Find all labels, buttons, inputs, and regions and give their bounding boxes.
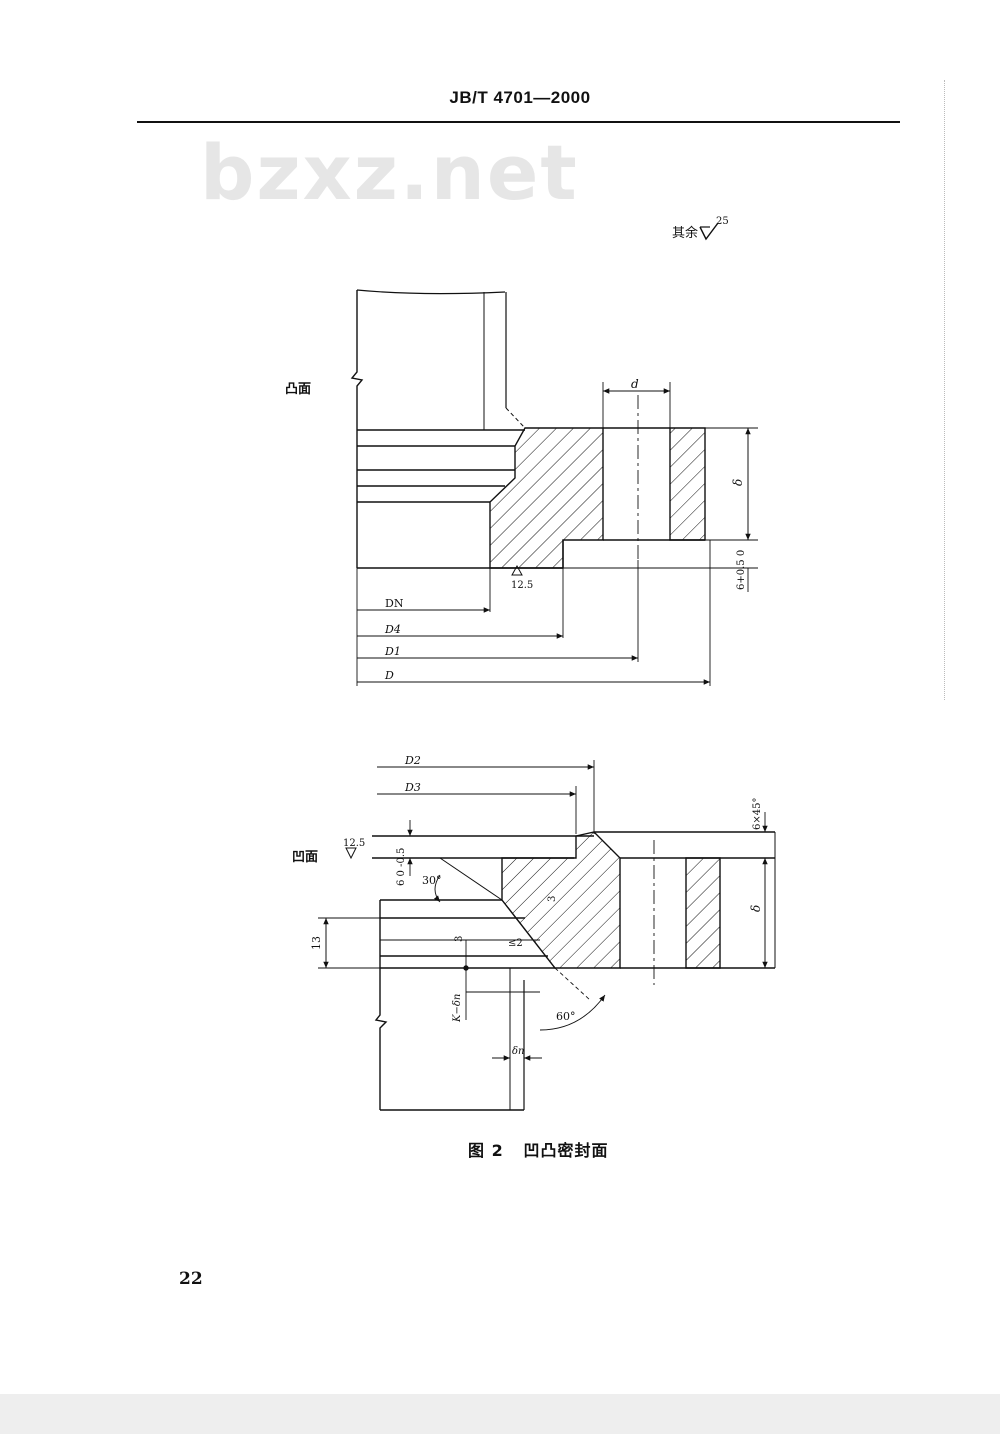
page-number: 22	[179, 1269, 203, 1289]
angle-30: 30°	[422, 874, 442, 887]
dim-D4: D4	[384, 623, 401, 636]
pipe-break-line-bottom	[374, 900, 388, 1110]
dim-13: 13	[310, 936, 323, 950]
recessed-face-drawing	[318, 760, 776, 1111]
dim-3-b: 3	[547, 896, 558, 902]
dim-delta-n: δn	[512, 1046, 524, 1057]
figure-number: 图 2	[468, 1141, 504, 1160]
dim-chamfer: 6×45°	[752, 798, 763, 830]
dim-D: D	[384, 669, 394, 682]
dim-raise: 6+0.5 0	[736, 550, 747, 590]
dim-le2: ≤2	[508, 938, 523, 949]
roughness-bottom: 12.5	[343, 838, 365, 849]
roughness-note-value: 25	[716, 216, 729, 227]
angle-60: 60°	[556, 1010, 576, 1023]
figure-caption: 图 2 凹凸密封面	[468, 1137, 608, 1161]
raised-face-label: 凸面	[285, 382, 312, 397]
dim-delta-bottom: δ	[749, 905, 763, 912]
dim-D3: D3	[404, 781, 421, 794]
watermark: bzxz.net	[200, 128, 579, 217]
figure-title: 凹凸密封面	[523, 1141, 609, 1160]
roughness-symbol-icon	[699, 223, 719, 241]
standard-code: JB/T 4701—2000	[449, 88, 591, 107]
dim-recess: 6 0 -0.5	[396, 848, 407, 886]
dim-d: d	[631, 377, 639, 391]
roughness-note-label: 其余	[672, 226, 699, 241]
header-rule	[137, 121, 900, 123]
dim-D2: D2	[404, 754, 421, 767]
dim-k-delta: K−δn	[452, 994, 463, 1023]
dim-3-a: 3	[454, 936, 465, 942]
roughness-top: 12.5	[511, 580, 533, 591]
recessed-face-label: 凹面	[292, 850, 319, 865]
scan-edge	[944, 80, 946, 700]
dim-delta-top: δ	[731, 479, 745, 486]
roughness-note: 其余 25	[672, 216, 733, 241]
pipe-break-line	[350, 290, 364, 568]
footer-strip	[0, 1394, 1000, 1434]
dim-D1: D1	[384, 645, 401, 658]
dim-DN: DN	[385, 597, 404, 610]
raised-face-drawing	[350, 289, 758, 686]
